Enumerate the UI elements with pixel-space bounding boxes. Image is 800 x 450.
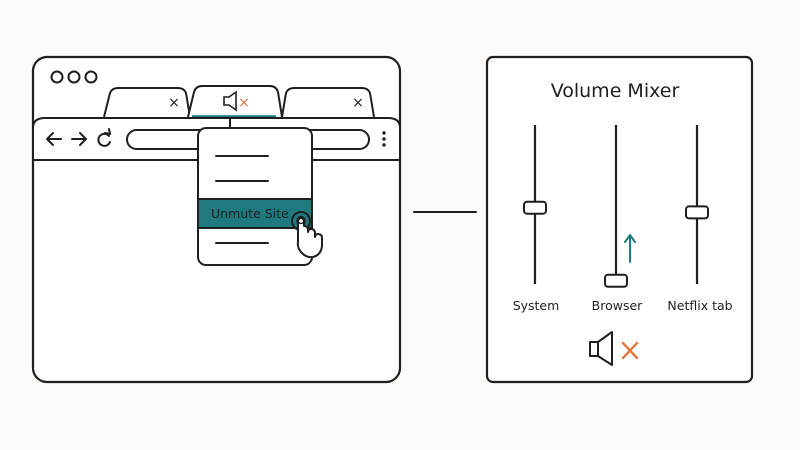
context-menu: Unmute Site <box>197 127 313 266</box>
tab-2[interactable]: × <box>187 85 283 119</box>
tab-1[interactable]: × <box>103 87 191 118</box>
window-maximize-dot[interactable] <box>84 70 98 84</box>
tab-strip: × × × <box>103 85 375 119</box>
system-channel-label: System <box>513 298 560 313</box>
kebab-menu-icon[interactable] <box>382 131 386 147</box>
mixer-title: Volume Mixer <box>551 80 680 102</box>
system-slider-thumb[interactable] <box>523 200 547 215</box>
browser-slider-thumb[interactable] <box>604 273 628 288</box>
netflix-slider-thumb[interactable] <box>685 205 709 220</box>
window-minimize-dot[interactable] <box>67 70 81 84</box>
browser-window: × × × <box>31 55 402 384</box>
menu-item-unmute-site-label[interactable]: Unmute Site <box>211 206 289 221</box>
volume-up-arrow-icon <box>624 234 636 263</box>
back-arrow-icon[interactable] <box>46 132 62 146</box>
window-close-dot[interactable] <box>50 70 64 84</box>
mute-x-icon <box>621 341 639 360</box>
window-controls[interactable] <box>50 70 98 84</box>
tab-3[interactable]: × <box>281 87 375 118</box>
context-menu-panel <box>197 127 313 266</box>
tab-3-close-icon[interactable]: × <box>352 95 364 111</box>
mixer-channels: System Browser Netflix tab <box>513 125 733 313</box>
tab-mute-x-icon: × <box>238 95 250 111</box>
browser-channel-label: Browser <box>592 298 644 313</box>
forward-arrow-icon[interactable] <box>71 132 87 146</box>
tab-3-shape[interactable] <box>281 87 375 118</box>
muted-speaker-icon <box>223 90 237 112</box>
volume-mixer-panel: Volume Mixer System Browser Netflix tab <box>485 55 754 384</box>
tab-1-shape[interactable] <box>103 87 191 118</box>
tab-2-shape[interactable] <box>187 85 283 118</box>
tab-1-close-icon[interactable]: × <box>168 95 180 111</box>
reload-icon[interactable] <box>97 128 111 147</box>
hand-pointer-icon <box>291 211 323 259</box>
mixer-frame <box>485 55 754 384</box>
netflix-channel-label: Netflix tab <box>667 298 732 313</box>
muted-speaker-icon <box>589 331 613 366</box>
